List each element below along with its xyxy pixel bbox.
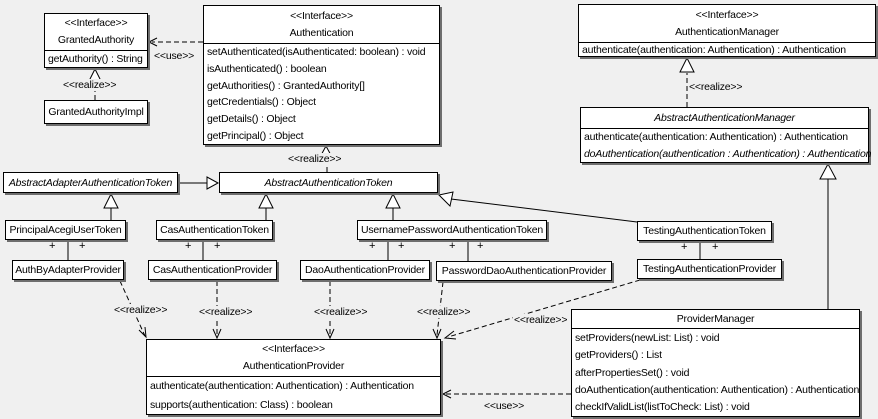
stereotype: <<Interface>>	[290, 9, 353, 22]
edge-realize-testing-authentication-provider	[443, 279, 641, 340]
edge-generalize-username-password-token	[385, 192, 401, 220]
class-authentication-manager[interactable]: <<Interface>> AuthenticationManager auth…	[578, 4, 876, 57]
edge-use-granted-authority	[147, 37, 203, 47]
method: setProviders(newList: List) : void	[575, 331, 720, 344]
class-name: TestingAuthenticationProvider	[642, 263, 777, 275]
assoc-end-plus: +	[49, 240, 56, 252]
class-name: AuthenticationProvider	[242, 360, 345, 372]
assoc-end-plus: +	[477, 240, 484, 252]
method: getProviders() : List	[575, 349, 662, 362]
method: afterPropertiesSet() : void	[575, 366, 690, 379]
class-name: GrantedAuthorityImpl	[48, 106, 144, 118]
method: authenticate(authentication: Authenticat…	[150, 380, 414, 393]
edge-label-realize: <<realize>>	[113, 304, 169, 316]
class-principal-acegi-user-token[interactable]: PrincipalAcegiUserToken	[5, 220, 126, 240]
stereotype: <<Interface>>	[262, 343, 325, 355]
method: getCredentials() : Object	[207, 96, 316, 109]
edge-label-use: <<use>>	[483, 400, 526, 412]
assoc-end-plus: +	[681, 241, 688, 253]
edge-generalize-adapter-token	[178, 176, 220, 190]
edge-label-realize: <<realize>>	[688, 81, 744, 93]
method: setAuthenticated(isAuthenticated: boolea…	[207, 46, 426, 59]
edge-label-realize: <<realize>>	[416, 306, 472, 318]
edge-use-authentication-provider	[441, 389, 571, 399]
class-auth-by-adapter-provider[interactable]: AuthByAdapterProvider	[12, 260, 124, 280]
class-name: AuthenticationManager	[675, 25, 779, 38]
class-name: CasAuthenticationProvider	[152, 264, 273, 276]
assoc-end-plus: +	[712, 241, 719, 253]
method-abstract: doAuthentication(authentication : Authen…	[584, 147, 872, 160]
class-abstract-adapter-authentication-token[interactable]: AbstractAdapterAuthenticationToken	[3, 172, 178, 193]
edge-realize-auth-by-adapter-provider	[119, 280, 147, 339]
method: getPrincipal() : Object	[207, 129, 304, 142]
class-name: AbstractAuthenticationToken	[264, 176, 393, 189]
edge-label-realize: <<realize>>	[198, 306, 254, 318]
class-name: AbstractAdapterAuthenticationToken	[8, 176, 173, 189]
assoc-end-plus: +	[398, 240, 405, 252]
class-authentication-provider[interactable]: <<Interface>> AuthenticationProvider aut…	[146, 339, 441, 415]
class-name: GrantedAuthority	[57, 34, 135, 46]
class-password-dao-authentication-provider[interactable]: PasswordDaoAuthenticationProvider	[436, 261, 612, 281]
class-username-password-authentication-token[interactable]: UsernamePasswordAuthenticationToken	[357, 220, 547, 240]
method: checkIfValidList(listToCheck: List) : vo…	[575, 401, 750, 414]
method: authenticate(authentication: Authenticat…	[584, 131, 848, 144]
edge-generalize-testing-token	[437, 191, 638, 223]
method: supports(authentication: Class) : boolea…	[150, 398, 333, 411]
edge-generalize-principal-token	[103, 192, 119, 220]
class-testing-authentication-provider[interactable]: TestingAuthenticationProvider	[637, 259, 782, 279]
class-cas-authentication-token[interactable]: CasAuthenticationToken	[156, 220, 273, 240]
class-name: TestingAuthenticationToken	[643, 225, 766, 237]
class-name: DaoAuthenticationProvider	[305, 264, 425, 276]
class-name: Authentication	[289, 26, 354, 39]
class-name: PrincipalAcegiUserToken	[9, 224, 122, 236]
edge-generalize-provider-manager	[819, 162, 837, 309]
assoc-end-plus: +	[369, 240, 376, 252]
assoc-end-plus: +	[79, 240, 86, 252]
method: getAuthorities() : GrantedAuthority[]	[207, 79, 365, 92]
edge-label-realize: <<realize>>	[62, 79, 118, 91]
edge-label-realize: <<realize>>	[313, 306, 369, 318]
assoc-end-plus: +	[449, 240, 456, 252]
edge-label-use: <<use>>	[153, 50, 196, 62]
edge-label-realize: <<realize>>	[287, 153, 343, 165]
class-name: PasswordDaoAuthenticationProvider	[441, 265, 607, 277]
class-authentication[interactable]: <<Interface>> Authentication setAuthenti…	[203, 5, 440, 145]
method: doAuthentication(authentication: Authent…	[575, 383, 860, 396]
class-name: AuthByAdapterProvider	[15, 264, 121, 276]
stereotype: <<Interface>>	[695, 8, 759, 21]
method: isAuthenticated() : boolean	[207, 63, 327, 75]
method: getAuthority() : String	[48, 53, 143, 65]
assoc-end-plus: +	[185, 240, 192, 252]
class-provider-manager[interactable]: ProviderManager setProviders(newList: Li…	[571, 309, 860, 417]
class-granted-authority[interactable]: <<Interface>> GrantedAuthority getAuthor…	[44, 13, 148, 68]
class-dao-authentication-provider[interactable]: DaoAuthenticationProvider	[300, 260, 430, 280]
method: getDetails() : Object	[207, 113, 296, 126]
class-cas-authentication-provider[interactable]: CasAuthenticationProvider	[148, 260, 277, 280]
method: authenticate(authentication: Authenticat…	[582, 43, 846, 56]
class-granted-authority-impl[interactable]: GrantedAuthorityImpl	[44, 100, 148, 124]
edge-label-realize: <<realize>>	[513, 314, 569, 326]
edge-realize-abstract-authentication-manager	[679, 56, 695, 107]
class-name: UsernamePasswordAuthenticationToken	[360, 224, 544, 236]
class-abstract-authentication-token[interactable]: AbstractAuthenticationToken	[219, 172, 438, 193]
class-name: ProviderManager	[676, 312, 755, 325]
stereotype: <<Interface>>	[64, 17, 128, 29]
class-abstract-authentication-manager[interactable]: AbstractAuthenticationManager authentica…	[580, 107, 872, 163]
class-name: CasAuthenticationToken	[160, 224, 269, 236]
assoc-end-plus: +	[214, 240, 221, 252]
edge-generalize-cas-token	[258, 192, 274, 220]
class-name: AbstractAuthenticationManager	[654, 111, 795, 124]
class-testing-authentication-token[interactable]: TestingAuthenticationToken	[637, 221, 772, 241]
